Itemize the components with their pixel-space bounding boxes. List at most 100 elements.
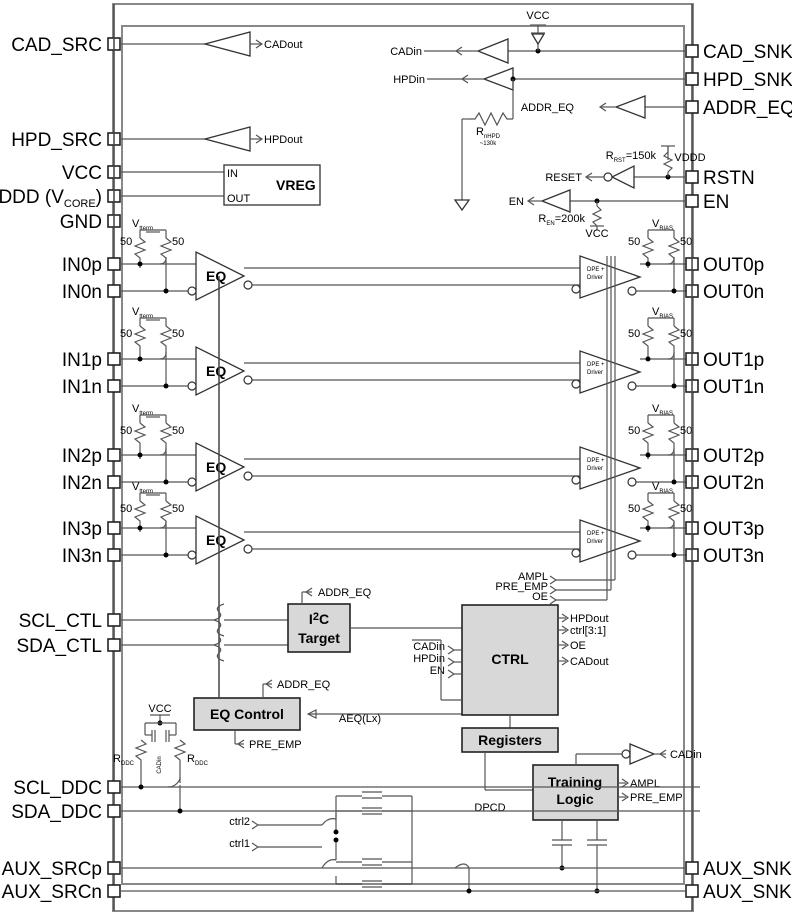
signal-pre-emp-eqc: PRE_EMP	[249, 739, 302, 751]
pad-in0n[interactable]	[107, 284, 121, 298]
pin-label-scl-ddc: SCL_DDC	[13, 778, 102, 799]
inverter-cadin-training	[629, 743, 656, 765]
pad-in3p[interactable]	[107, 521, 121, 535]
pin-label-out3n: OUT3n	[703, 546, 764, 567]
pin-label-hpd-src: HPD_SRC	[11, 130, 102, 151]
pad-in2p[interactable]	[107, 448, 121, 462]
driver-label-1-line2: Driver	[587, 370, 603, 376]
buffer-cadout	[202, 31, 251, 57]
pad-scl-ddc[interactable]	[107, 780, 121, 794]
pin-label-in2n: IN2n	[62, 473, 102, 494]
driver-control-bus: AMPL PRE_EMP OE	[495, 256, 616, 605]
pad-in0p[interactable]	[107, 257, 121, 271]
driver-lane-3	[579, 519, 642, 563]
ctrl-label: CTRL	[491, 651, 529, 667]
r50-right-2: 50	[172, 425, 184, 437]
i2c-label-line1: I2C	[309, 611, 329, 627]
r50-out-right-0: 50	[680, 236, 692, 248]
vterm-label-1: Vtterm	[132, 306, 153, 320]
pad-en[interactable]	[685, 194, 699, 208]
buffer-hpdout	[202, 126, 251, 152]
driver-label-2-line2: Driver	[587, 466, 603, 472]
pin-label-aux-snkp: AUX_SNKp	[703, 859, 792, 880]
buffer-hpdin	[482, 67, 514, 91]
pad-rstn[interactable]	[685, 170, 699, 184]
vterm-label-0: Vtterm	[132, 218, 153, 232]
pin-label-in3n: IN3n	[62, 546, 102, 567]
pin-label-vcc: VCC	[62, 163, 102, 184]
r50-left-0: 50	[120, 236, 132, 248]
cadin-ddc-label: CADin	[157, 756, 163, 773]
pin-label-out2p: OUT2p	[703, 446, 764, 467]
signal-hpdin-top: HPDin	[393, 74, 425, 86]
pad-sda-ctl[interactable]	[107, 638, 121, 652]
pin-label-in0p: IN0p	[62, 255, 102, 276]
vcc-label-esd: VCC	[526, 10, 549, 22]
ctrl-group: CTRL CADin HPDin EN HPDout ctrl[3:1] OE …	[412, 604, 609, 814]
pad-hpd-snk[interactable]	[685, 72, 699, 86]
signal-hpdout: HPDout	[264, 134, 303, 146]
pin-label-aux-srcn: AUX_SRCn	[2, 882, 102, 903]
pad-cad-snk[interactable]	[685, 44, 699, 58]
block-i2c-target	[287, 603, 351, 653]
signal-cadout: CADout	[264, 39, 303, 51]
driver-label-0-line1: DPE +	[587, 267, 605, 273]
lane-3: IN3p IN3n Vtterm 50 50 EQ	[62, 481, 764, 567]
pin-label-out1p: OUT1p	[703, 350, 764, 371]
block-eq-control	[193, 697, 301, 731]
ctrl-in-en: EN	[430, 665, 445, 677]
r50-left-1: 50	[120, 328, 132, 340]
eq-lane-1	[195, 345, 246, 397]
training-label-line2: Logic	[556, 791, 594, 807]
eq-label-2: EQ	[206, 459, 226, 475]
signal-en-top: EN	[509, 196, 524, 208]
eq-lane-0	[195, 250, 246, 302]
pad-aux-snkn[interactable]	[685, 884, 699, 898]
pad-in2n[interactable]	[107, 475, 121, 489]
eq-control-label: EQ Control	[210, 706, 284, 722]
pin-label-aux-srcp: AUX_SRCp	[2, 859, 102, 880]
pin-label-addr-eq: ADDR_EQ	[703, 98, 792, 119]
rnhpd-value: ~130k	[480, 141, 498, 147]
signal-ampl: AMPL	[518, 571, 548, 583]
pad-aux-srcn[interactable]	[107, 884, 121, 898]
pad-in1n[interactable]	[107, 379, 121, 393]
pad-aux-snkp[interactable]	[685, 861, 699, 875]
signal-reset: RESET	[545, 172, 582, 184]
signal-pre-emp-bus: PRE_EMP	[495, 581, 548, 593]
pad-aux-srcp[interactable]	[107, 861, 121, 875]
driver-lane-2	[579, 446, 642, 490]
r50-left-2: 50	[120, 425, 132, 437]
r50-right-0: 50	[172, 236, 184, 248]
vbias-label-2: VBIAS	[652, 403, 673, 417]
pin-label-in1n: IN1n	[62, 377, 102, 398]
block-vreg	[223, 164, 321, 206]
buffer-addr-eq	[614, 95, 646, 119]
vreg-label: VREG	[276, 177, 316, 193]
training-label-line1: Training	[548, 774, 602, 790]
pad-in1p[interactable]	[107, 352, 121, 366]
aux-group: AUX_SRCp AUX_SRCn AUX_SNKp AUX_SNKn ctrl…	[2, 791, 792, 903]
training-out-ampl: AMPL	[630, 778, 660, 790]
r50-out-right-3: 50	[680, 503, 692, 515]
ctrl-in-cadin: CADin	[413, 641, 445, 653]
inverter-reset	[610, 164, 635, 190]
driver-label-3-line1: DPE +	[587, 531, 605, 537]
ctrl-in-hpdin: HPDin	[413, 653, 445, 665]
pad-addr-eq[interactable]	[685, 100, 699, 114]
pin-label-cad-src: CAD_SRC	[11, 35, 102, 56]
r50-out-right-1: 50	[680, 328, 692, 340]
eq-lane-3	[195, 514, 246, 566]
r50-left-3: 50	[120, 503, 132, 515]
ren-label: REN=200k	[538, 213, 585, 227]
pin-label-rstn: RSTN	[703, 168, 755, 189]
vterm-label-3: Vtterm	[132, 481, 153, 495]
pad-in3n[interactable]	[107, 548, 121, 562]
pad-scl-ctl[interactable]	[107, 613, 121, 627]
pad-sda-ddc[interactable]	[107, 804, 121, 818]
pin-label-in0n: IN0n	[62, 282, 102, 303]
vbias-label-3: VBIAS	[652, 481, 673, 495]
vreg-in-label: IN	[227, 168, 238, 180]
vreg-out-label: OUT	[227, 193, 251, 205]
signal-dpcd: DPCD	[474, 802, 505, 814]
